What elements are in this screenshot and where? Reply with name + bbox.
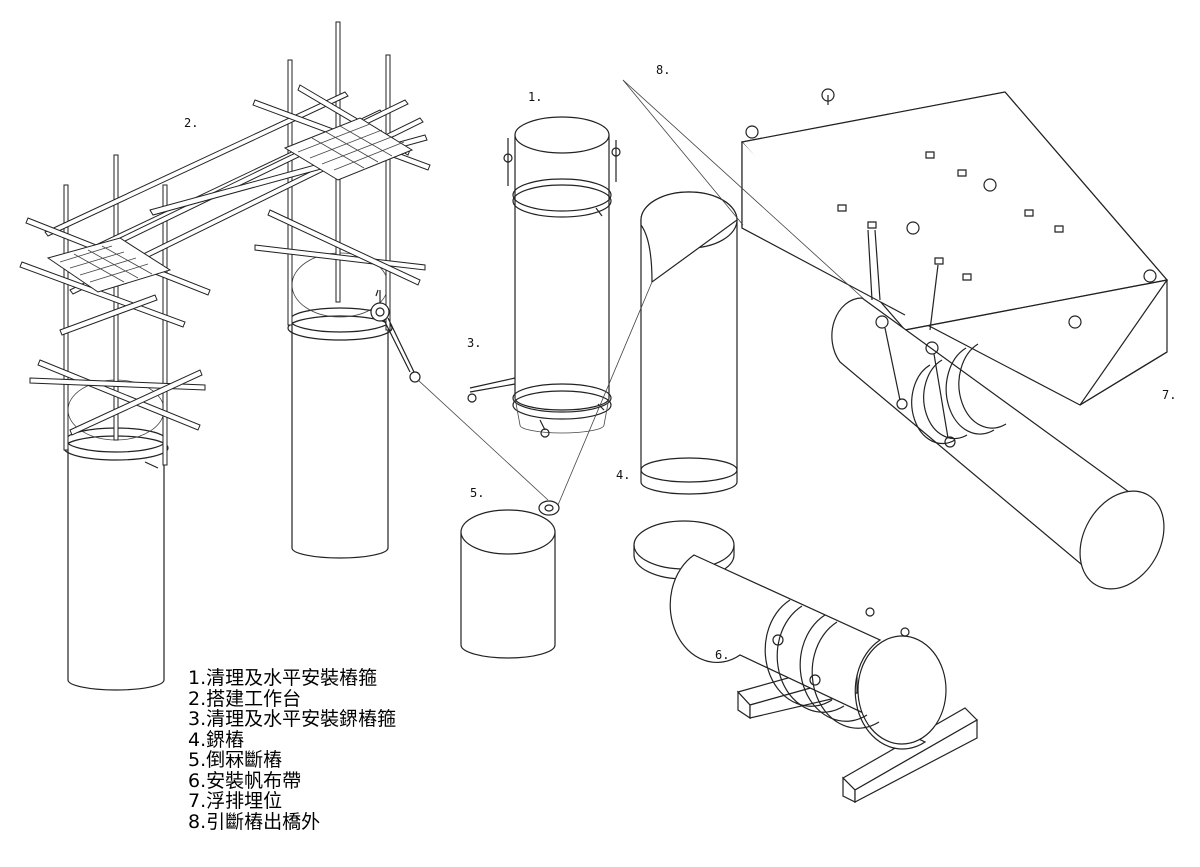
scaffold-frame [20, 22, 430, 465]
pile-4-cut [558, 192, 737, 505]
label-step-4: 4. [616, 468, 631, 482]
label-step-6: 6. [715, 648, 730, 662]
pile-6-lying-with-straps [634, 521, 946, 749]
label-step-2: 2. [184, 116, 199, 130]
procedure-legend: 1.清理及水平安裝樁箍 2.搭建工作台 3.清理及水平安裝鎅樁箍 4.鎅樁 5.… [188, 668, 396, 832]
label-step-3: 3. [467, 336, 482, 350]
label-step-8: 8. [656, 63, 671, 77]
label-step-5: 5. [470, 486, 485, 500]
pile-8-suspended [832, 230, 1181, 604]
legend-item: 1.清理及水平安裝樁箍 [188, 667, 378, 689]
pontoon [742, 89, 1167, 405]
legend-item: 6.安裝帆布帶 [188, 769, 302, 792]
pile-5-toppled [461, 501, 559, 658]
legend-item: 4.鎅樁 [188, 728, 245, 751]
legend-item: 7.浮排埋位 [188, 790, 283, 812]
pile-1-with-collars [468, 117, 620, 437]
legend-item: 5.倒冧斷樁 [188, 749, 283, 771]
step-8-pointer [623, 80, 865, 300]
legend-item: 2.搭建工作台 [188, 687, 302, 710]
left-pile-with-scaffold [64, 380, 168, 690]
label-step-7: 7. [1162, 388, 1177, 402]
chain-hoist [371, 290, 548, 500]
legend-item: 3.清理及水平安裝鎅樁箍 [188, 708, 397, 730]
label-step-1: 1. [528, 90, 543, 104]
legend-item: 8.引斷樁出橋外 [188, 810, 321, 833]
